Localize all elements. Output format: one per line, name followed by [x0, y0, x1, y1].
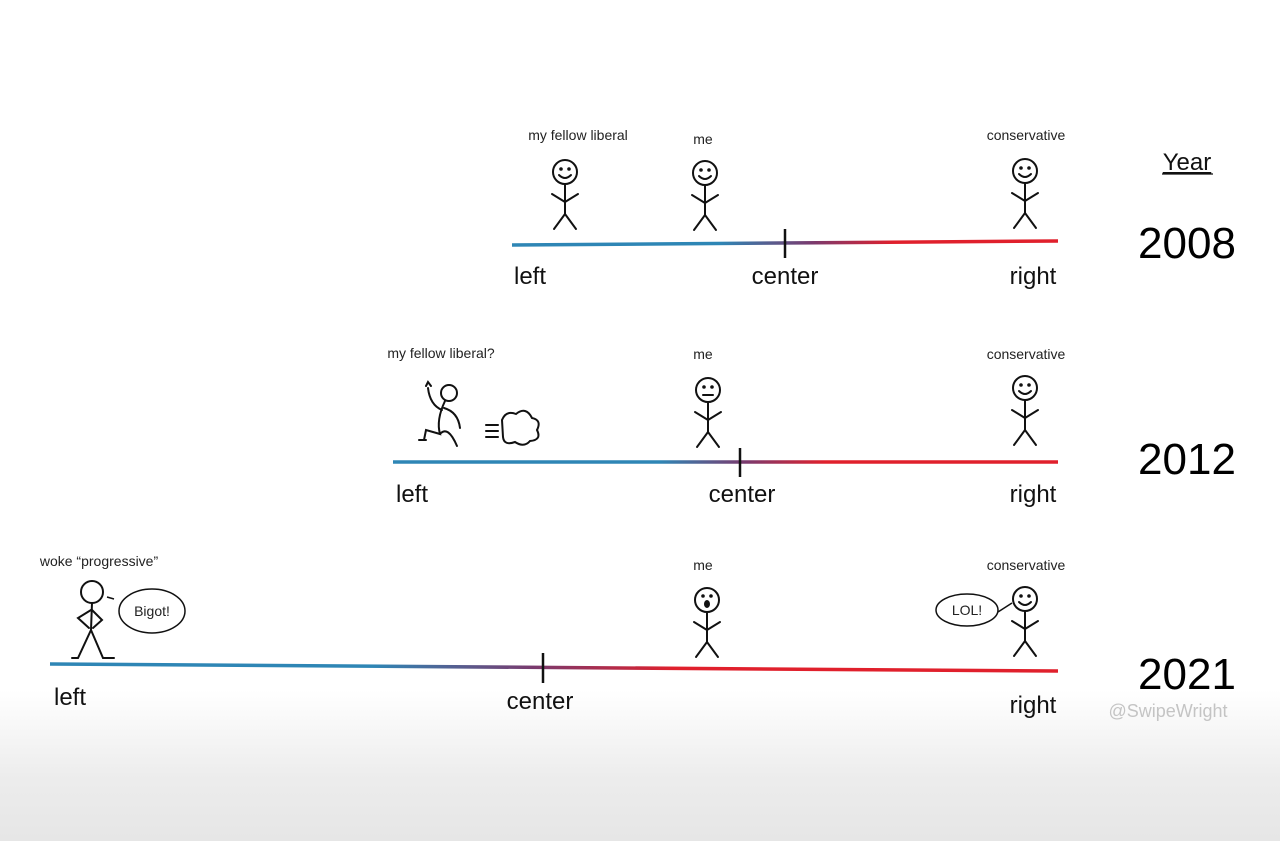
left-label: left — [54, 684, 86, 711]
conservative-stick-figure — [1011, 375, 1039, 446]
liberal-label: my fellow liberal? — [387, 345, 495, 361]
me-stick-figure — [691, 160, 719, 231]
dust-cloud-icon — [485, 409, 540, 446]
liberal-label: my fellow liberal — [528, 127, 628, 143]
year-header: Year — [1163, 149, 1212, 176]
watermark: @SwipeWright — [1109, 701, 1228, 721]
conservative-label: conservative — [987, 346, 1066, 362]
row-2021: left center right woke “progressive” me … — [39, 553, 1236, 719]
right-label: right — [1010, 263, 1057, 290]
lol-bubble-text: LOL! — [952, 602, 982, 618]
left-label: left — [514, 263, 546, 290]
me-stick-figure — [693, 587, 721, 658]
liberal-stick-figure — [551, 159, 579, 230]
conservative-label: conservative — [987, 557, 1066, 573]
year-label: 2012 — [1138, 435, 1236, 484]
me-label: me — [693, 346, 713, 362]
me-label: me — [693, 557, 713, 573]
surprised-face-icon — [701, 594, 713, 608]
left-label: left — [396, 481, 428, 508]
year-label: 2021 — [1138, 650, 1236, 699]
conservative-stick-figure — [1011, 158, 1039, 229]
speech-pointer — [997, 602, 1013, 613]
me-stick-figure — [694, 377, 722, 448]
woke-stick-figure — [71, 580, 115, 659]
right-label: right — [1010, 481, 1057, 508]
me-label: me — [693, 131, 713, 147]
year-label: 2008 — [1138, 219, 1236, 268]
center-label: center — [709, 481, 776, 508]
right-label: right — [1010, 692, 1057, 719]
center-label: center — [507, 688, 574, 715]
liberal-label: woke “progressive” — [39, 553, 159, 569]
speech-bubble — [118, 588, 186, 634]
running-away-figure — [418, 380, 461, 447]
speech-pointer — [106, 596, 115, 600]
row-2008: left center right my fellow liberal me c… — [511, 127, 1236, 290]
row-2012: left center right my fellow liberal? me … — [387, 345, 1236, 508]
neutral-face-icon — [702, 385, 714, 396]
bigot-bubble-text: Bigot! — [134, 603, 170, 619]
conservative-stick-figure — [1011, 586, 1039, 657]
conservative-label: conservative — [987, 127, 1066, 143]
speech-bubble — [935, 593, 999, 627]
center-label: center — [752, 263, 819, 290]
spectrum-line — [49, 662, 1059, 673]
